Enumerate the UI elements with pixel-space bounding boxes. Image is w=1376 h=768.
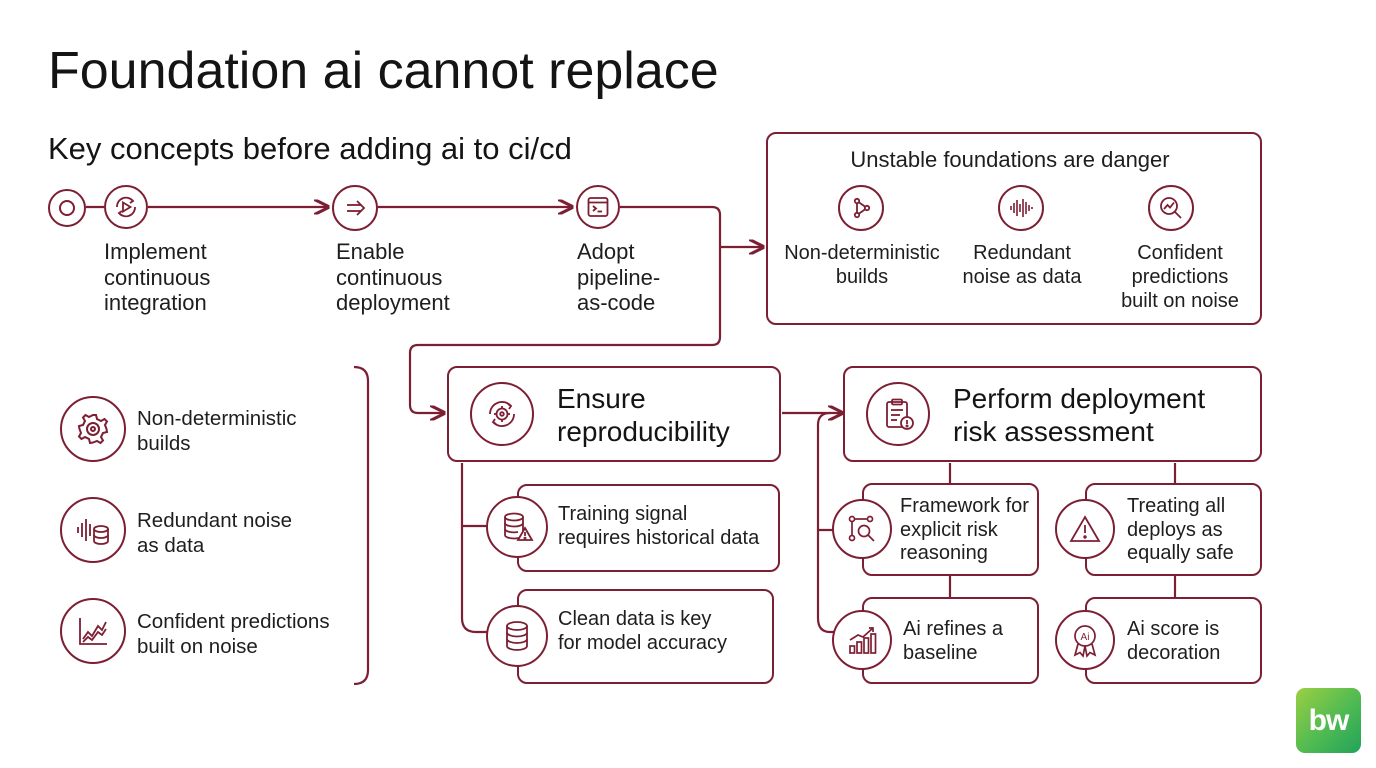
double-arrow-icon [332,185,378,231]
page-title: Foundation ai cannot replace [48,42,719,100]
step-pipeline-as-code-label: Adopt pipeline- as-code [577,239,661,315]
chart-magnifier-icon [1148,185,1194,231]
play-cycle-icon [104,185,148,229]
wave-database-icon [60,497,126,563]
reproducibility-title: Ensure reproducibility [557,383,730,447]
network-magnifier-icon [832,499,892,559]
ai-badge-icon: Ai [1055,610,1115,670]
training-signal-label: Training signal requires historical data [558,503,760,549]
clean-data-box [517,589,774,684]
ai-score-label: Ai score is decoration [1127,618,1221,664]
database-warning-icon [486,496,548,558]
clean-data-label: Clean data is key for model accuracy [558,608,727,654]
side-item-non-deterministic: Non-deterministic builds [137,407,297,455]
gear-icon [60,396,126,462]
step-implement-ci-label: Implement continuous integration [104,239,211,315]
nodes-icon [838,185,884,231]
gear-cycle-icon [470,382,534,446]
ai-refines-label: Ai refines a baseline [903,618,1004,664]
danger-item-non-deterministic: Non-deterministic builds [784,242,940,288]
risk-assessment-title: Perform deployment risk assessment [953,383,1206,447]
page-subtitle: Key concepts before adding ai to ci/cd [48,131,572,166]
trend-chart-icon [60,598,126,664]
framework-label: Framework for explicit risk reasoning [900,495,1029,564]
side-item-confident-predictions: Confident predictions built on noise [137,610,330,658]
waveform-icon [998,185,1044,231]
training-signal-box [517,484,780,572]
clipboard-warning-icon [866,382,930,446]
svg-text:Ai: Ai [1081,632,1090,643]
warning-triangle-icon [1055,499,1115,559]
danger-box-title: Unstable foundations are danger [850,147,1170,172]
danger-item-redundant-noise: Redundant noise as data [962,242,1082,288]
database-icon [486,605,548,667]
bar-chart-up-icon [832,610,892,670]
side-item-redundant-noise: Redundant noise as data [137,509,293,557]
brand-logo: bw [1296,688,1361,753]
pipeline-start-icon [48,189,86,227]
brand-logo-text: bw [1308,703,1350,737]
treating-deploys-label: Treating all deploys as equally safe [1127,495,1234,564]
terminal-icon [576,185,620,229]
danger-item-confident-predictions: Confident predictions built on noise [1121,242,1239,312]
step-enable-cd-label: Enable continuous deployment [336,239,450,315]
